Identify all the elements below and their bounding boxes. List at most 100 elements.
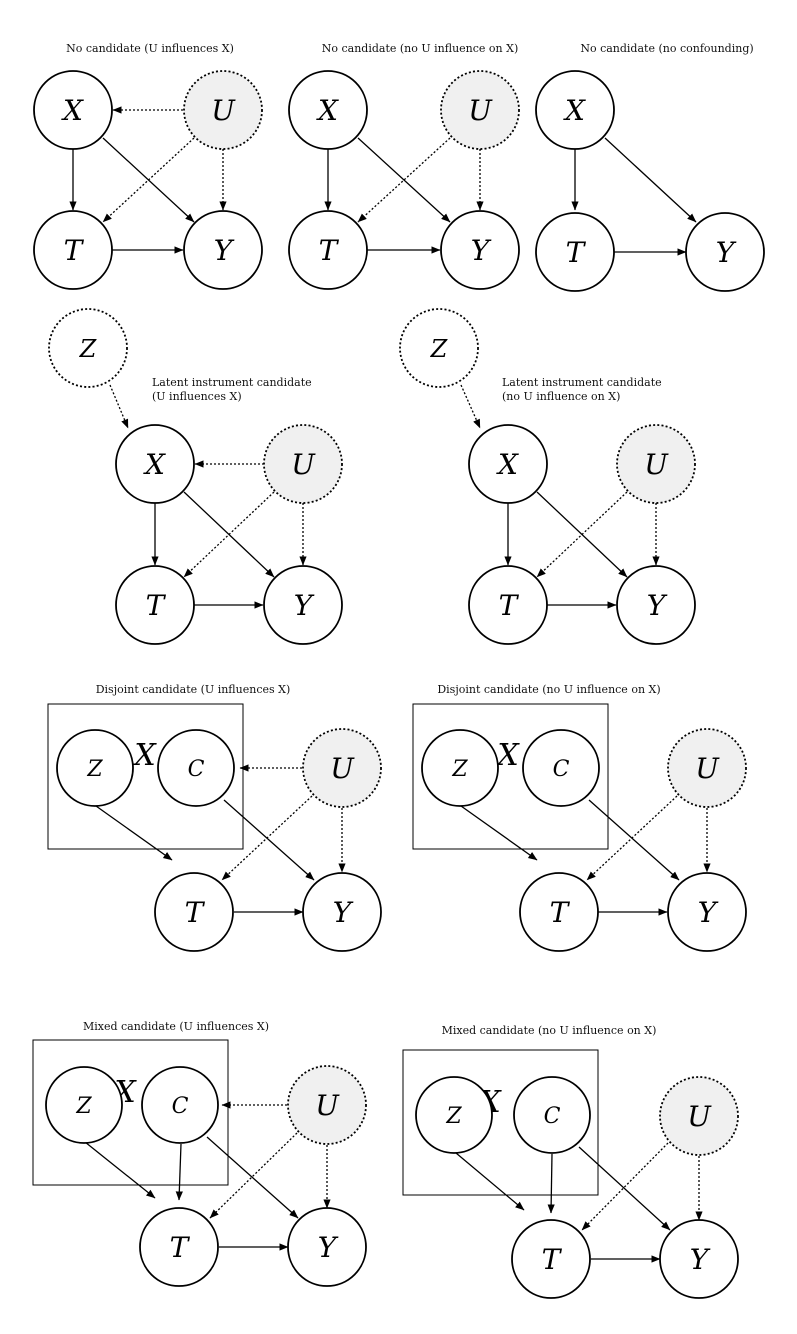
node-z xyxy=(415,1076,493,1154)
node-t xyxy=(519,872,599,952)
node-y xyxy=(183,210,263,290)
node-c-label: C xyxy=(544,1104,561,1129)
x-group-box xyxy=(32,1039,229,1186)
edge-u-t xyxy=(183,491,275,578)
node-t xyxy=(115,565,195,645)
node-t xyxy=(154,872,234,952)
diagram-mixed-u-influences-x: Mixed candidate (U influences X) X Z C U… xyxy=(32,1020,367,1287)
node-x xyxy=(115,424,195,504)
node-y-label: Y xyxy=(698,896,719,929)
node-y-label: Y xyxy=(690,1243,711,1276)
node-u-label: U xyxy=(695,752,720,785)
diagram-caption-line1: Latent instrument candidate xyxy=(152,376,312,389)
node-t xyxy=(139,1207,219,1287)
edge-x-y xyxy=(357,137,451,223)
node-u-label: U xyxy=(644,448,669,481)
node-z xyxy=(45,1066,123,1144)
node-c-label: C xyxy=(188,757,205,782)
node-u-label: U xyxy=(291,448,316,481)
node-y xyxy=(302,872,382,952)
node-u xyxy=(302,728,382,808)
node-y xyxy=(667,872,747,952)
node-t xyxy=(288,210,368,290)
node-z-label: Z xyxy=(75,1094,92,1119)
x-group-box xyxy=(402,1049,599,1196)
node-z-label: Z xyxy=(451,757,468,782)
node-c xyxy=(141,1066,219,1144)
edge-z-t xyxy=(84,1141,156,1199)
edge-z-t xyxy=(455,1152,525,1211)
diagram-caption: Disjoint candidate (U influences X) xyxy=(96,683,291,696)
node-z-label: Z xyxy=(445,1104,462,1129)
node-x xyxy=(33,70,113,150)
x-group-box xyxy=(47,703,244,850)
node-t-label: T xyxy=(499,589,520,622)
node-t xyxy=(33,210,113,290)
edge-u-t xyxy=(357,137,451,223)
diagram-caption: No candidate (no confounding) xyxy=(580,42,753,55)
node-t-label: T xyxy=(64,234,85,267)
diagram-no-candidate-no-u-influence: No candidate (no U influence on X) X U T… xyxy=(288,42,520,290)
x-group-box xyxy=(412,703,609,850)
node-c xyxy=(513,1076,591,1154)
node-u xyxy=(616,424,696,504)
node-y-label: Y xyxy=(333,896,354,929)
diagram-caption-line2: (U influences X) xyxy=(152,390,242,403)
diagram-disjoint-no-u-influence: Disjoint candidate (no U influence on X)… xyxy=(412,683,747,952)
node-u xyxy=(440,70,520,150)
diagram-no-candidate-no-confounding: No candidate (no confounding) X T Y xyxy=(535,42,765,292)
node-x xyxy=(288,70,368,150)
node-t xyxy=(511,1219,591,1299)
node-c xyxy=(157,729,235,807)
node-t-label: T xyxy=(319,234,340,267)
diagram-no-candidate-u-influences-x: No candidate (U influences X) X U T Y xyxy=(33,42,263,290)
node-t-label: T xyxy=(146,589,167,622)
edge-c-y xyxy=(223,799,315,881)
node-c-label: C xyxy=(553,757,570,782)
diagram-caption: Disjoint candidate (no U influence on X) xyxy=(437,683,660,696)
diagram-caption: No candidate (U influences X) xyxy=(66,42,234,55)
node-u-label: U xyxy=(315,1089,340,1122)
diagram-caption: Mixed candidate (no U influence on X) xyxy=(442,1024,657,1037)
edge-u-t xyxy=(209,1132,298,1219)
node-y xyxy=(685,212,765,292)
diagram-caption-line1: Latent instrument candidate xyxy=(502,376,662,389)
node-y-label: Y xyxy=(214,234,235,267)
node-t xyxy=(535,212,615,292)
diagram-latent-instrument-no-u-influence: Latent instrument candidate (no U influe… xyxy=(399,308,696,645)
node-z xyxy=(56,729,134,807)
edge-z-t xyxy=(95,805,173,861)
node-u xyxy=(659,1076,739,1156)
node-x xyxy=(535,70,615,150)
node-u-label: U xyxy=(330,752,355,785)
node-c-label: C xyxy=(172,1094,189,1119)
node-t-label: T xyxy=(550,896,571,929)
node-y-label: Y xyxy=(647,589,668,622)
node-u xyxy=(183,70,263,150)
node-z-label: Z xyxy=(79,335,98,363)
node-y xyxy=(263,565,343,645)
node-y-label: Y xyxy=(294,589,315,622)
node-t-label: T xyxy=(185,896,206,929)
edge-c-t xyxy=(547,1153,555,1214)
x-group-label: X xyxy=(132,738,157,773)
node-x-label: X xyxy=(61,94,84,127)
node-t-label: T xyxy=(170,1231,191,1264)
diagram-caption: Mixed candidate (U influences X) xyxy=(83,1020,269,1033)
node-c xyxy=(522,729,600,807)
edge-z-x xyxy=(460,384,481,429)
edge-u-t xyxy=(102,137,195,223)
node-y xyxy=(287,1207,367,1287)
edge-c-t xyxy=(175,1143,183,1201)
node-u-label: U xyxy=(687,1100,712,1133)
node-z xyxy=(421,729,499,807)
node-u-label: U xyxy=(468,94,493,127)
edge-c-y xyxy=(578,1146,671,1231)
node-y xyxy=(616,565,696,645)
diagram-disjoint-u-influences-x: Disjoint candidate (U influences X) X Z … xyxy=(47,683,382,952)
node-t-label: T xyxy=(566,236,587,269)
edge-u-t xyxy=(536,491,628,578)
edge-c-y xyxy=(588,799,680,881)
node-t-label: T xyxy=(542,1243,563,1276)
diagram-caption: No candidate (no U influence on X) xyxy=(322,42,519,55)
